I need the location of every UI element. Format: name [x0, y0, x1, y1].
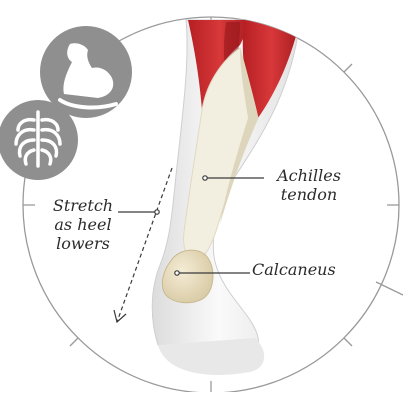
calcaneus-label: Calcaneus	[252, 260, 336, 279]
stretch-label-line2: as heel	[40, 215, 126, 234]
stretch-label-line3: lowers	[40, 234, 126, 253]
achilles-label-line2: tendon	[266, 185, 352, 204]
stretch-label: Stretch as heel lowers	[40, 196, 126, 253]
stretch-label-line1: Stretch	[40, 196, 126, 215]
achilles-label-line1: Achilles	[266, 166, 352, 185]
ribcage-icon	[0, 100, 78, 180]
achilles-tendon-label: Achilles tendon	[266, 166, 352, 204]
